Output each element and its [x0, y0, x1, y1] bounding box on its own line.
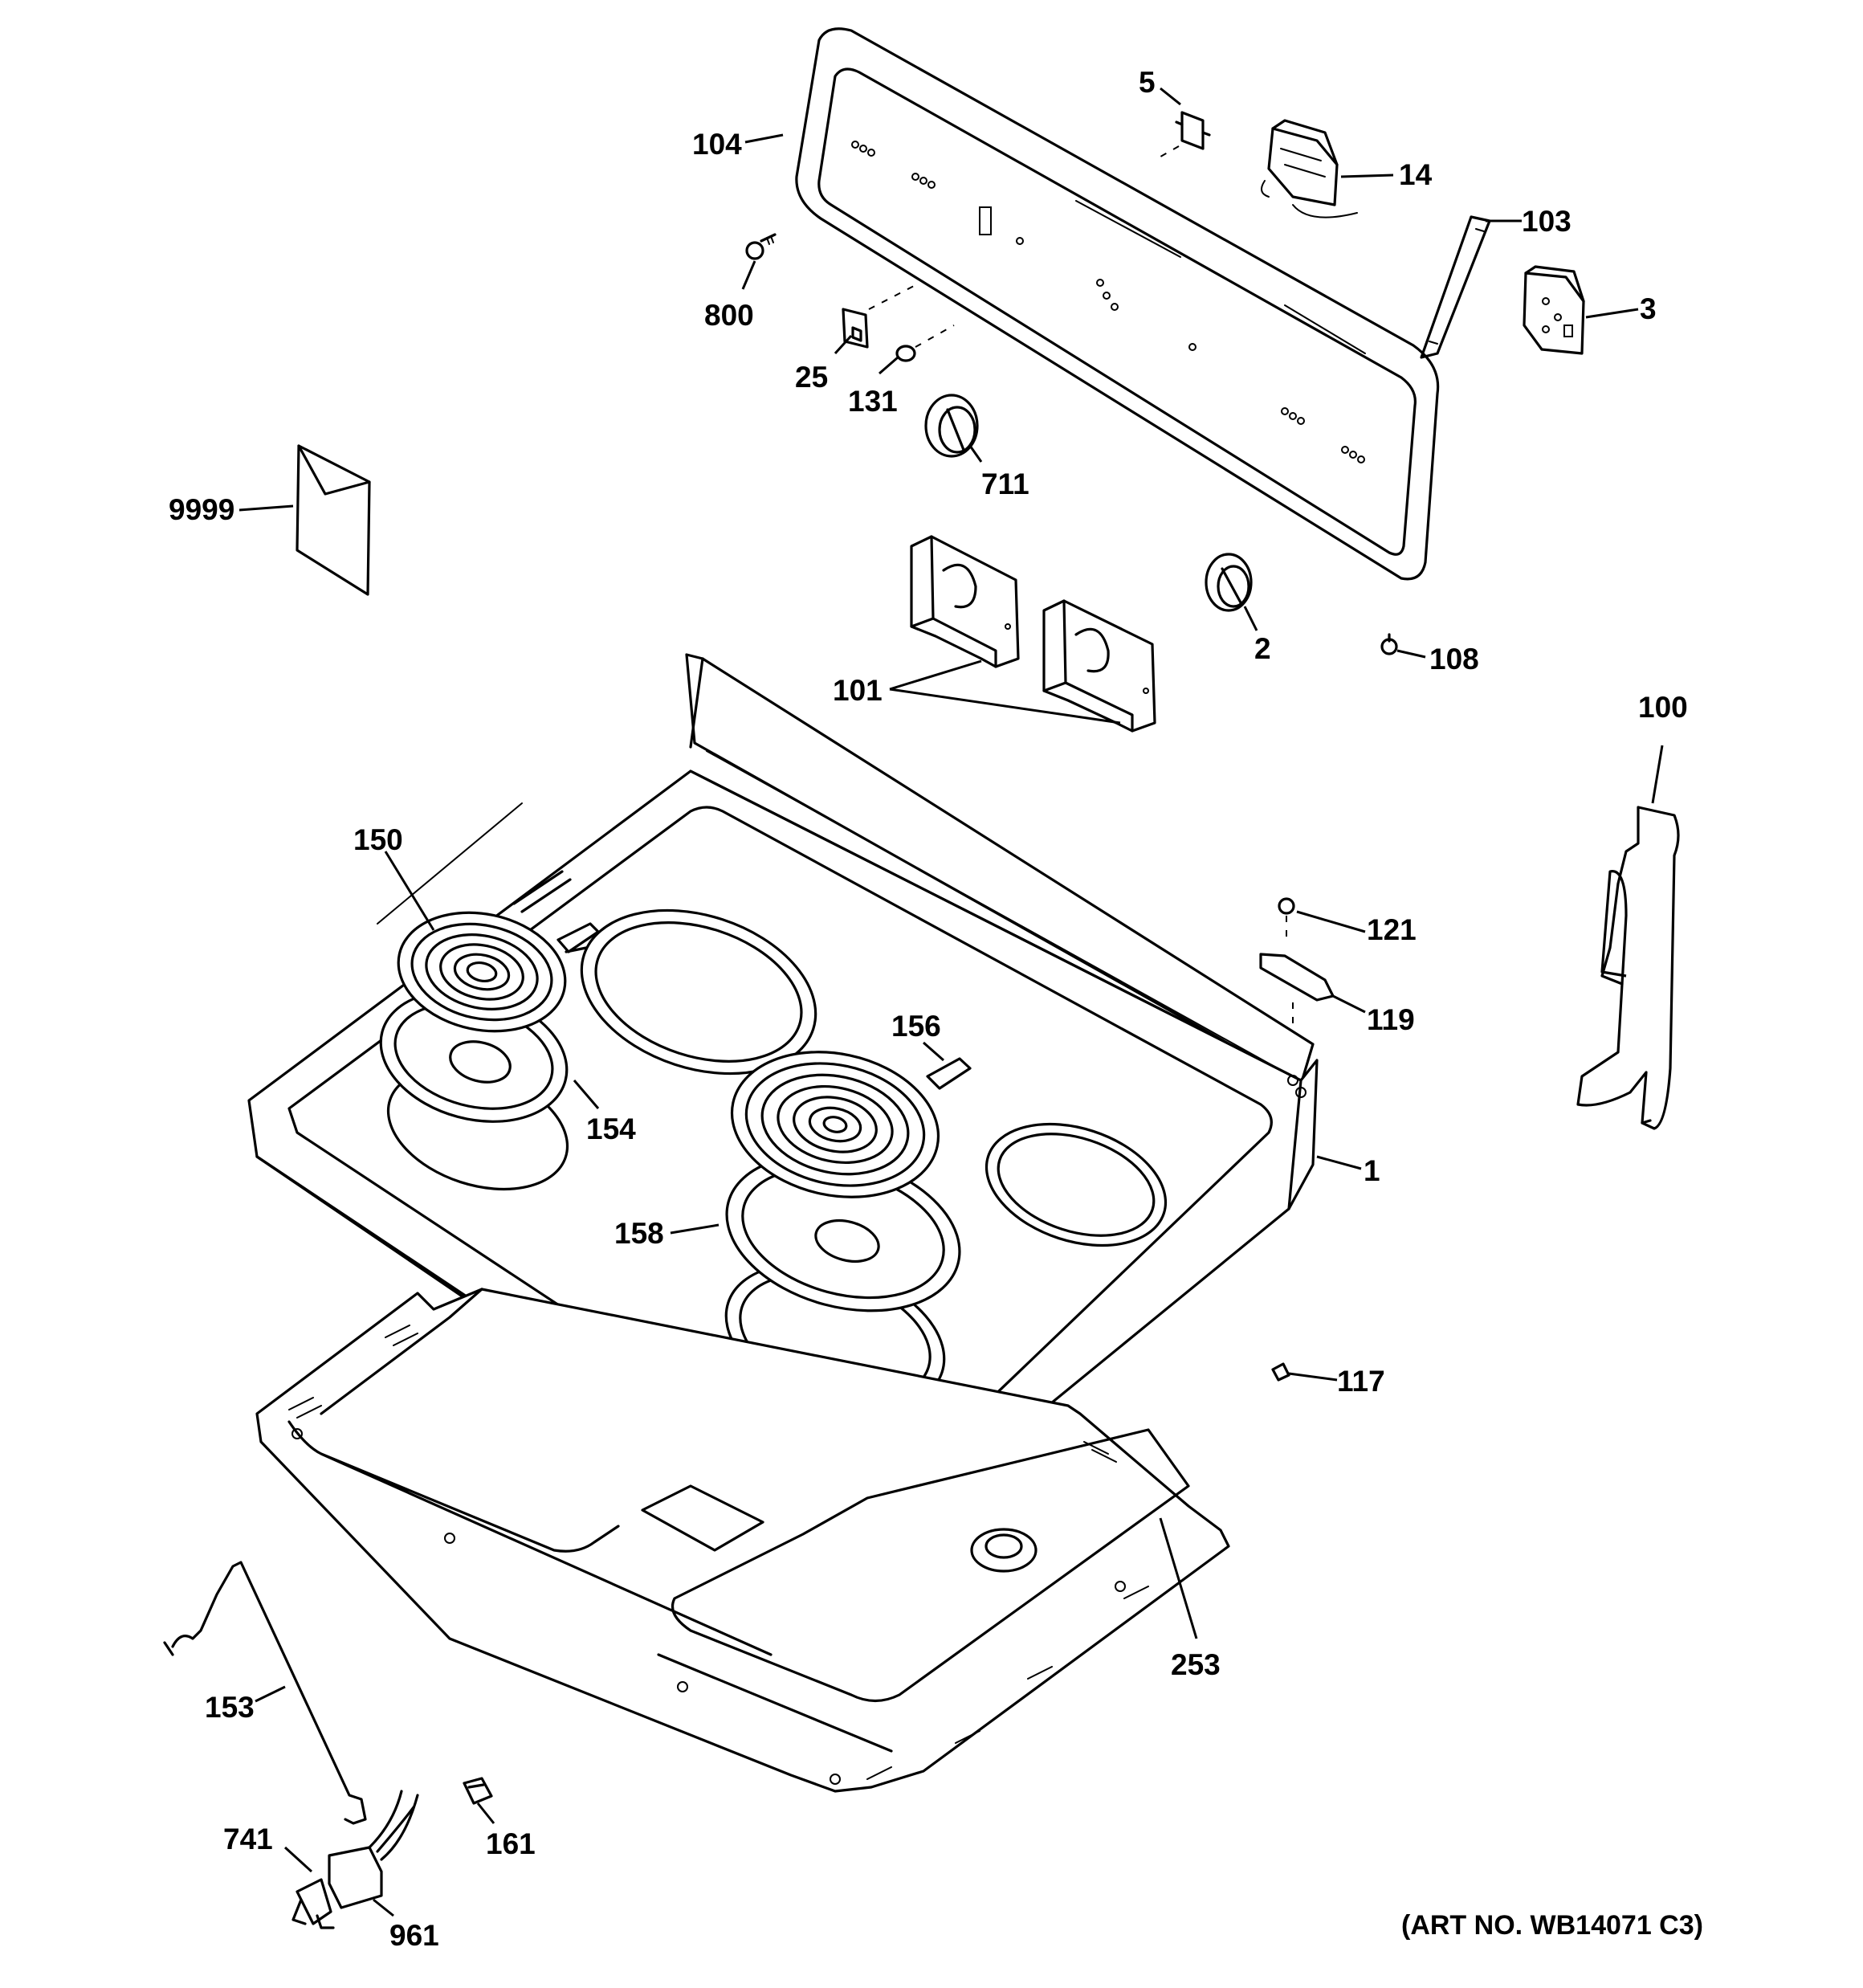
backsplash-panel — [795, 27, 1440, 581]
part-25-switch — [842, 284, 916, 349]
callout-5: 5 — [1139, 66, 1156, 99]
part-253-burner-box — [255, 1288, 1230, 1793]
part-14-infinite-switch — [1261, 119, 1358, 218]
part-2-knob — [1205, 553, 1253, 612]
part-101-brackets — [910, 535, 1156, 733]
leader-lines — [238, 87, 1664, 1917]
part-108-screw — [1380, 633, 1398, 655]
part-100-side-trim — [1576, 806, 1680, 1130]
part-156-surface-unit — [730, 1051, 972, 1198]
callout-14: 14 — [1399, 158, 1433, 191]
part-741-terminal-block — [291, 1790, 419, 1929]
part-103-bracket — [1420, 215, 1491, 359]
callout-156: 156 — [891, 1010, 941, 1043]
part-119-hinge — [1259, 953, 1335, 1024]
callout-121: 121 — [1367, 913, 1417, 946]
callout-1: 1 — [1364, 1154, 1380, 1187]
art-number: (ART NO. WB14071 C3) — [1401, 1910, 1703, 1941]
part-711-knob — [924, 394, 979, 458]
part-9999-literature — [296, 444, 371, 596]
callout-25: 25 — [795, 361, 828, 394]
callout-103: 103 — [1522, 205, 1572, 238]
callout-800: 800 — [704, 299, 754, 332]
callout-117: 117 — [1337, 1365, 1385, 1398]
callout-9999: 9999 — [169, 493, 234, 526]
part-3-switch — [1523, 265, 1585, 355]
callout-153: 153 — [205, 1691, 255, 1724]
callout-119: 119 — [1367, 1003, 1415, 1036]
part-5-switch — [1156, 111, 1211, 160]
callout-253: 253 — [1171, 1648, 1221, 1681]
callout-154: 154 — [586, 1112, 636, 1145]
callout-158: 158 — [614, 1217, 664, 1250]
callout-104: 104 — [692, 128, 742, 161]
part-153-wire — [163, 1561, 367, 1825]
callout-108: 108 — [1429, 643, 1479, 676]
part-121-screw — [1278, 897, 1295, 944]
callout-961: 961 — [389, 1919, 439, 1952]
part-161-clip — [463, 1777, 493, 1805]
callout-3: 3 — [1640, 292, 1657, 325]
callout-labels: 104 5 14 103 3 800 25 131 711 9999 2 108… — [169, 66, 1703, 1952]
part-150-surface-unit — [397, 911, 600, 1033]
callout-711: 711 — [981, 467, 1029, 500]
part-117-clip — [1271, 1362, 1290, 1382]
callout-161: 161 — [486, 1827, 536, 1860]
callout-2: 2 — [1254, 632, 1271, 665]
part-131-indicator — [895, 325, 955, 362]
callout-100: 100 — [1638, 691, 1688, 724]
callout-101: 101 — [833, 674, 883, 707]
callout-131: 131 — [848, 385, 898, 418]
callout-150: 150 — [353, 823, 403, 856]
callout-741: 741 — [223, 1823, 273, 1855]
part-800-screw — [745, 233, 777, 260]
